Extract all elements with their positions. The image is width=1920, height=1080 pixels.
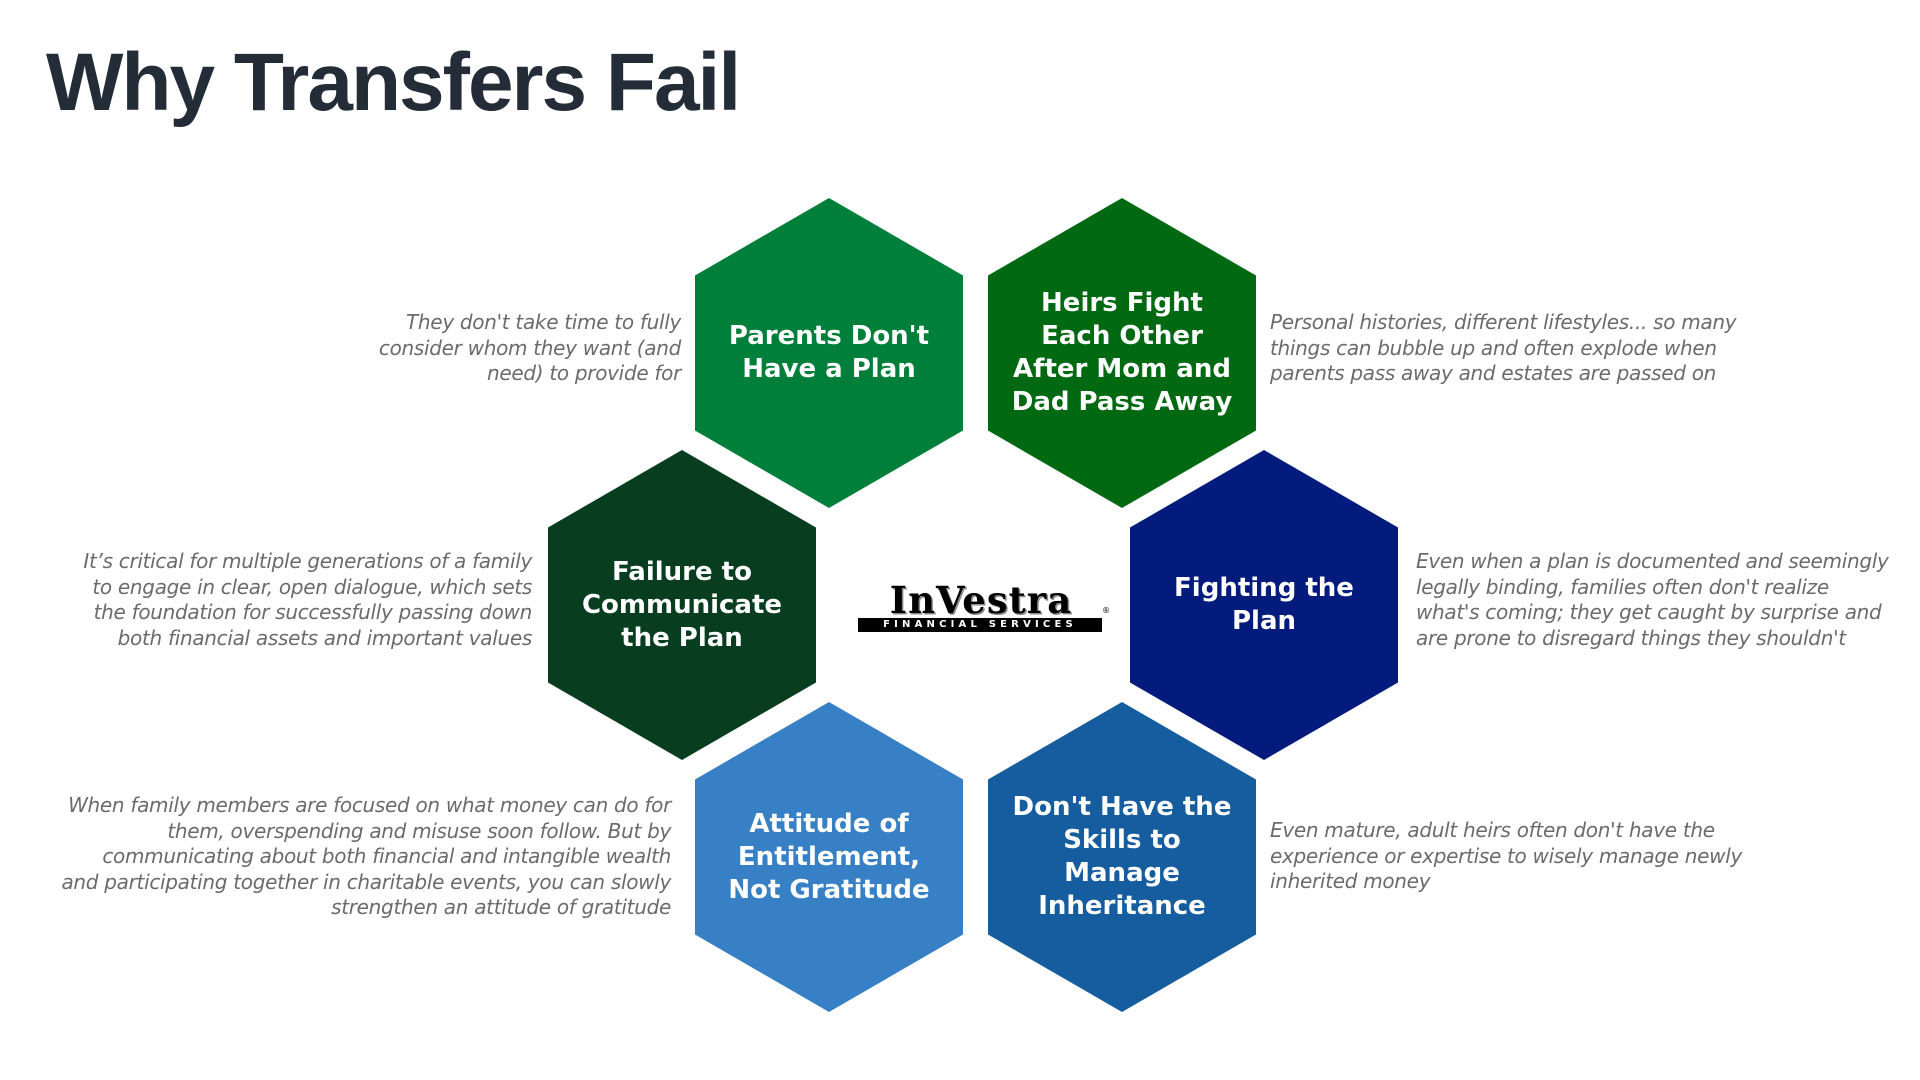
logo-subtitle: FINANCIAL SERVICES [858,618,1102,632]
hex-label-heirs-fight: Heirs Fight Each Other After Mom and Dad… [1011,288,1233,417]
page-title: Why Transfers Fail [46,37,741,128]
hex-entitlement: Attitude of Entitlement, Not Gratitude [695,702,963,1012]
desc-entitlement: When family members are focused on what … [61,793,671,919]
desc-fighting-plan: Even when a plan is documented and seemi… [1416,549,1889,650]
investra-logo: InVestra FINANCIAL SERVICES ® [852,580,1110,636]
desc-heirs-fight: Personal histories, different lifestyles… [1270,310,1737,385]
hex-label-failure-communicate: Failure to Communicate the Plan [581,556,783,653]
logo-wordmark: InVestra [889,578,1073,622]
desc-parents-no-plan: They don't take time to fully consider w… [378,310,681,385]
hex-label-skills: Don't Have the Skills to Manage Inherita… [1012,792,1232,921]
hex-label-fighting-plan: Fighting the Plan [1174,573,1354,636]
hex-fighting-plan: Fighting the Plan [1130,450,1398,760]
hex-skills: Don't Have the Skills to Manage Inherita… [988,702,1256,1012]
desc-failure-communicate: It’s critical for multiple generations o… [83,549,532,650]
hex-failure-communicate: Failure to Communicate the Plan [548,450,816,760]
hex-heirs-fight: Heirs Fight Each Other After Mom and Dad… [988,198,1256,508]
hex-parents-no-plan: Parents Don't Have a Plan [695,198,963,508]
desc-skills: Even mature, adult heirs often don't hav… [1270,818,1743,893]
hex-label-parents-no-plan: Parents Don't Have a Plan [728,321,930,384]
logo-registered-mark: ® [1102,606,1110,615]
hex-label-entitlement: Attitude of Entitlement, Not Gratitude [728,808,930,905]
